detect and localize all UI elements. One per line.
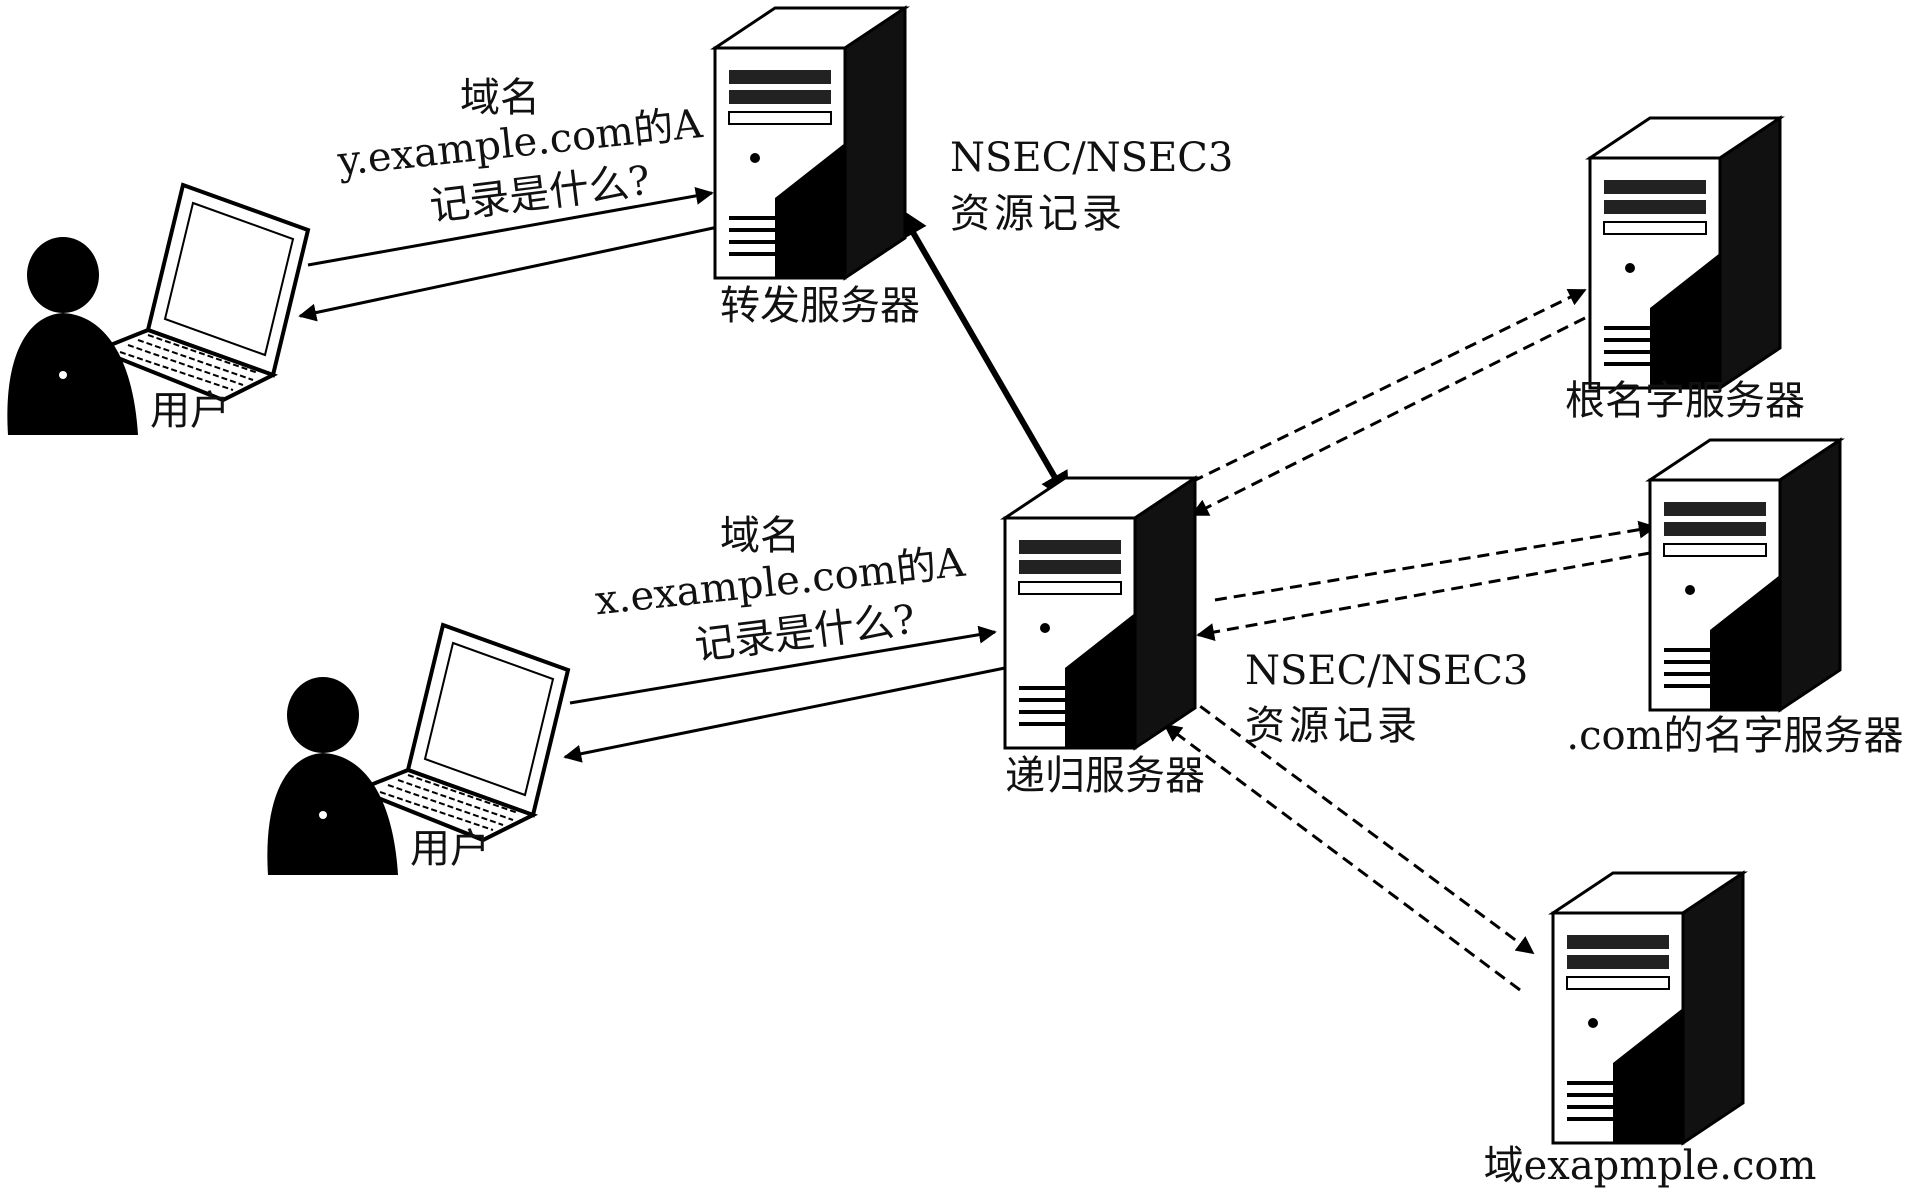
arrow-to-example bbox=[1184, 693, 1535, 955]
forwarder-label: 转发服务器 bbox=[720, 283, 920, 329]
arrow-bottom-reply bbox=[563, 666, 1006, 763]
arrow-top-reply bbox=[298, 225, 719, 322]
nsec-bottom-line2: 资源记录 bbox=[1245, 703, 1421, 749]
arrow-to-root bbox=[1174, 288, 1587, 492]
arrow-to-com bbox=[1214, 520, 1657, 602]
top-query-line1: 域名 bbox=[460, 75, 540, 121]
com-server-icon bbox=[1648, 438, 1842, 712]
forwarder-server-icon bbox=[713, 6, 907, 280]
arrow-bottom-query bbox=[569, 625, 997, 705]
root-server-icon bbox=[1588, 116, 1782, 390]
top-user-label: 用户 bbox=[150, 388, 230, 434]
com-label: .com的名字服务器 bbox=[1566, 713, 1904, 759]
recursive-label: 递归服务器 bbox=[1005, 753, 1205, 799]
arrow-from-example bbox=[1163, 723, 1521, 992]
recursive-server-icon bbox=[1003, 476, 1197, 750]
arrow-from-root bbox=[1190, 316, 1586, 517]
arrow-forwarder-recursive bbox=[897, 207, 1071, 503]
bottom-query-line1: 域名 bbox=[720, 513, 800, 559]
root-label: 根名字服务器 bbox=[1565, 378, 1805, 424]
arrow-top-query bbox=[307, 186, 714, 267]
example-server-icon bbox=[1551, 871, 1745, 1145]
nsec-top-line1: NSEC/NSEC3 bbox=[950, 135, 1234, 181]
example-label: 域exapmple.com bbox=[1483, 1143, 1817, 1189]
bottom-user-label: 用户 bbox=[410, 826, 490, 872]
nsec-bottom-line1: NSEC/NSEC3 bbox=[1245, 648, 1529, 694]
nsec-top-line2: 资源记录 bbox=[950, 191, 1126, 237]
arrow-from-com bbox=[1196, 551, 1651, 641]
